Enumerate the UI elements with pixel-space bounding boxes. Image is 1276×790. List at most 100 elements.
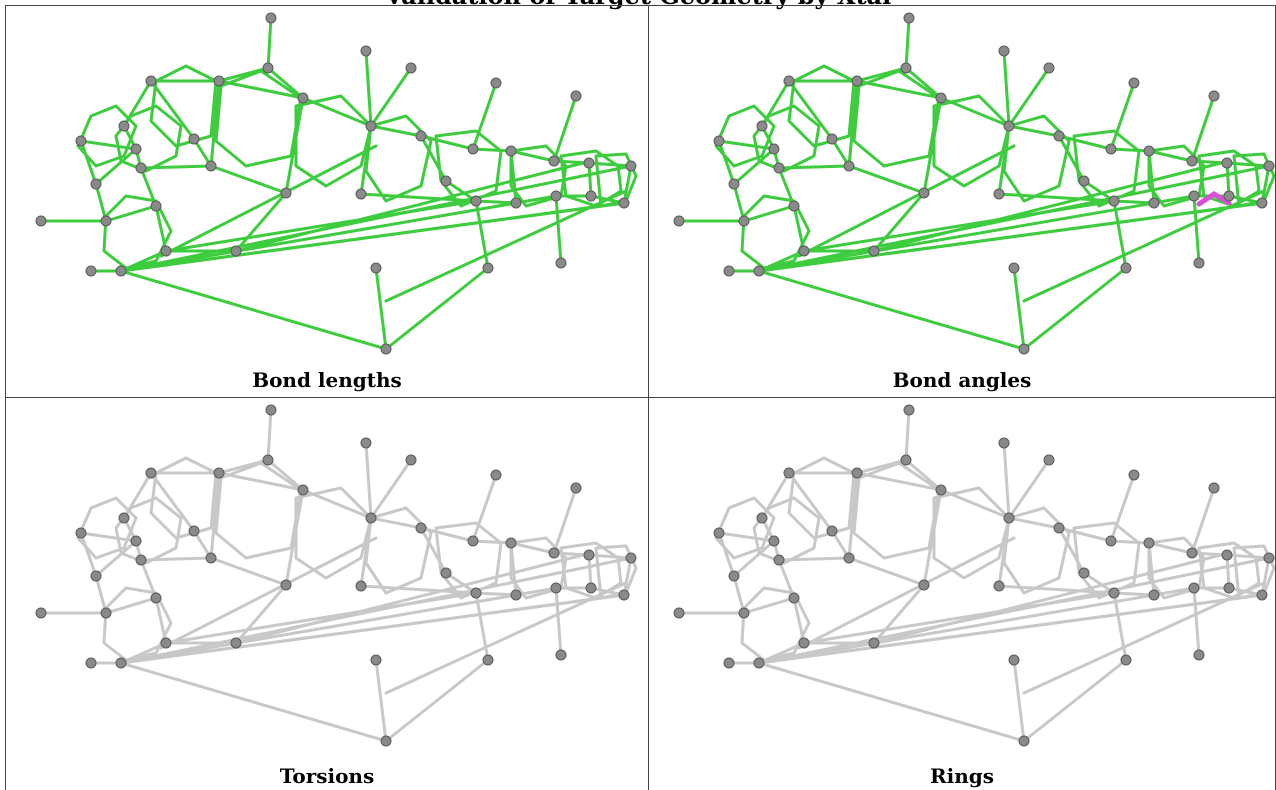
bond <box>209 164 288 195</box>
bond <box>419 526 475 543</box>
atom <box>1223 582 1235 594</box>
bond <box>419 526 448 575</box>
atom <box>297 92 309 104</box>
atom <box>130 535 142 547</box>
molecule-view-torsions <box>35 404 638 747</box>
atom <box>380 343 392 355</box>
atom <box>773 162 785 174</box>
bond <box>154 204 168 253</box>
bond <box>209 79 221 168</box>
bond <box>359 124 373 196</box>
bond <box>742 596 796 615</box>
atom <box>583 549 595 561</box>
bond <box>217 79 305 100</box>
ring-bond <box>1002 506 1071 595</box>
atom <box>118 120 130 132</box>
bond <box>471 539 513 545</box>
bond <box>904 408 911 462</box>
atom <box>713 527 725 539</box>
atom <box>1188 582 1200 594</box>
atom <box>1223 190 1235 202</box>
bond <box>79 531 138 543</box>
bond <box>119 269 388 351</box>
atom <box>618 197 630 209</box>
atom <box>1008 654 1020 666</box>
atom <box>370 262 382 274</box>
bond <box>717 139 736 186</box>
atom <box>918 579 930 591</box>
atom <box>993 580 1005 592</box>
bond <box>266 16 273 70</box>
highlighted-angle <box>1196 191 1232 207</box>
bond <box>1190 486 1216 555</box>
atom <box>1256 197 1268 209</box>
bond <box>855 458 908 475</box>
atom <box>262 454 274 466</box>
atom <box>1186 155 1198 167</box>
ring-bond <box>932 486 1011 580</box>
bond <box>760 471 791 520</box>
bond <box>802 199 1116 253</box>
atom <box>998 45 1010 57</box>
caption-rings: Rings <box>929 764 994 788</box>
bond <box>139 556 213 562</box>
bond <box>757 593 1156 665</box>
bond <box>855 471 943 492</box>
atom <box>1148 589 1160 601</box>
atom <box>900 62 912 74</box>
bond <box>732 182 746 223</box>
bond <box>94 182 108 223</box>
atom <box>550 582 562 594</box>
bond <box>301 488 373 520</box>
bond <box>777 166 796 208</box>
atom <box>150 592 162 604</box>
atom <box>265 12 277 24</box>
atom <box>788 592 800 604</box>
bond <box>301 96 373 128</box>
atom <box>160 637 172 649</box>
bond <box>732 147 776 186</box>
atom <box>918 187 930 199</box>
atom <box>570 90 582 102</box>
bond <box>471 147 513 153</box>
atom <box>783 467 795 479</box>
ring-bond <box>76 104 138 168</box>
bond <box>1109 539 1151 545</box>
atom <box>1018 735 1030 747</box>
bond <box>797 536 1016 650</box>
bond <box>384 266 490 351</box>
bond <box>587 161 633 168</box>
bond <box>1152 586 1196 597</box>
bond <box>234 191 288 253</box>
atom <box>728 570 740 582</box>
bond <box>797 144 1016 258</box>
bond <box>587 161 593 198</box>
bond <box>760 79 791 128</box>
bond <box>1109 147 1151 153</box>
atom <box>1018 343 1030 355</box>
atom <box>673 607 685 619</box>
bond <box>1057 134 1086 183</box>
caption-bond-angles: Bond angles <box>892 368 1032 392</box>
atom <box>826 525 838 537</box>
atom <box>1193 257 1205 269</box>
bond <box>1225 553 1231 590</box>
bond <box>1192 194 1201 265</box>
bond <box>589 194 626 205</box>
bond <box>1147 541 1156 597</box>
atom <box>100 607 112 619</box>
atom <box>130 143 142 155</box>
atom <box>213 467 225 479</box>
bond <box>922 96 943 195</box>
bond <box>119 201 518 273</box>
ring-bond <box>364 506 433 595</box>
atom <box>1003 120 1015 132</box>
bond <box>471 473 498 543</box>
bond <box>554 194 563 265</box>
ring-bond <box>76 496 138 560</box>
molecule-structure <box>673 404 1275 747</box>
atom <box>505 145 517 157</box>
atom <box>405 454 417 466</box>
bond <box>777 164 851 170</box>
bond <box>444 571 478 595</box>
